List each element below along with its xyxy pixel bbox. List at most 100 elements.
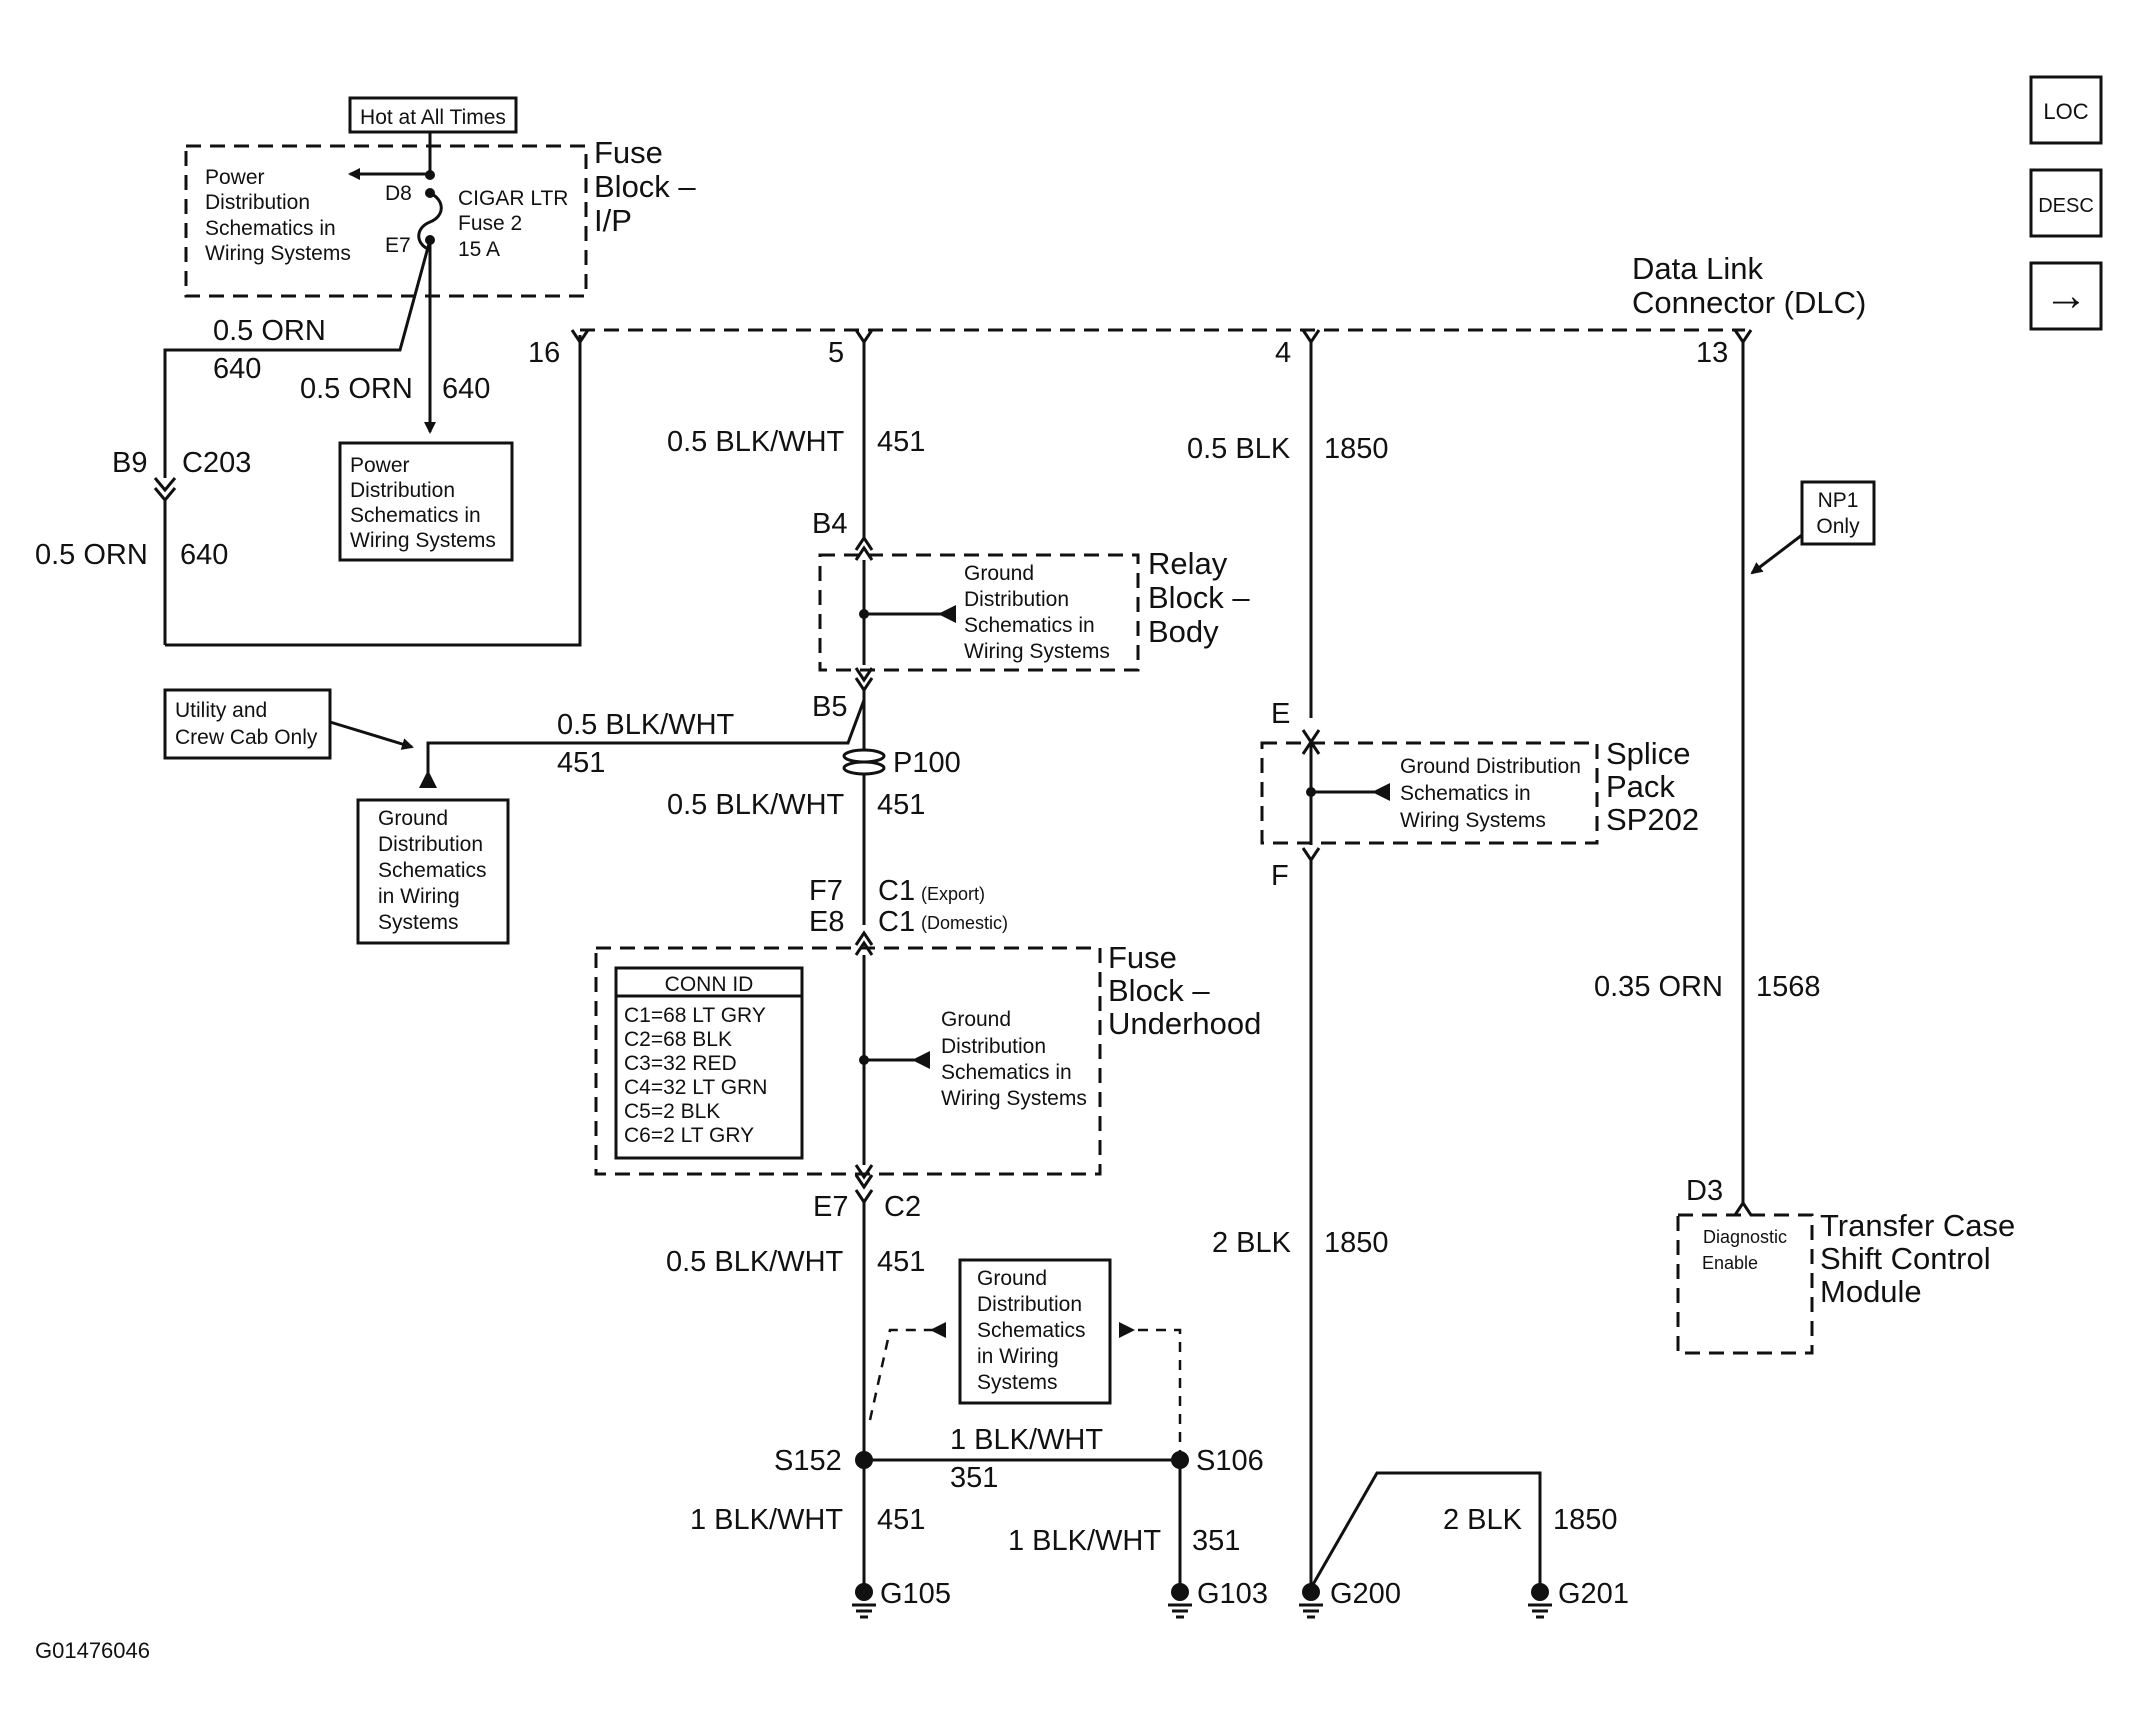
svg-text:C1: C1: [878, 906, 915, 938]
ground-distribution-ref-relay: Ground Distribution Schematics in Wiring…: [964, 562, 1110, 663]
svg-text:C2: C2: [884, 1191, 921, 1223]
svg-text:Only: Only: [1816, 515, 1860, 538]
splice-pack-label: Splice Pack SP202: [1606, 736, 1699, 837]
svg-text:451: 451: [877, 1504, 925, 1536]
conn-id-row: C6=2 LT GRY: [624, 1124, 754, 1147]
svg-text:1568: 1568: [1756, 971, 1821, 1003]
ground-distribution-ref-left: Ground Distribution Schematics in Wiring…: [356, 798, 510, 945]
svg-text:0.5 ORN: 0.5 ORN: [213, 315, 326, 347]
svg-text:640: 640: [442, 373, 490, 405]
svg-text:G103: G103: [1197, 1578, 1268, 1610]
svg-text:Wiring Systems: Wiring Systems: [1400, 809, 1546, 832]
conn-id-row: C3=32 RED: [624, 1052, 737, 1075]
svg-text:C1: C1: [878, 875, 915, 907]
svg-text:Shift Control: Shift Control: [1820, 1241, 1991, 1276]
hot-at-all-times-box: Hot at All Times: [348, 96, 518, 134]
loc-button[interactable]: LOC: [2029, 75, 2103, 145]
fuse-block-underhood-outline: [594, 946, 1102, 1176]
svg-text:G105: G105: [880, 1578, 951, 1610]
svg-text:P100: P100: [893, 747, 961, 779]
svg-text:Pack: Pack: [1606, 769, 1675, 804]
svg-text:SP202: SP202: [1606, 802, 1699, 837]
conn-id-row: C1=68 LT GRY: [624, 1004, 766, 1027]
svg-text:E7: E7: [385, 234, 411, 257]
svg-text:Transfer Case: Transfer Case: [1820, 1208, 2015, 1243]
svg-text:Wiring Systems: Wiring Systems: [350, 529, 496, 552]
svg-text:Body: Body: [1148, 614, 1219, 649]
np1-only-note: NP1 Only: [1800, 480, 1876, 546]
ground-distribution-ref-splice: Ground Distribution Schematics in Wiring…: [1400, 755, 1581, 832]
svg-text:F: F: [1271, 860, 1289, 892]
svg-text:C203: C203: [182, 447, 251, 479]
svg-text:Systems: Systems: [378, 911, 459, 934]
svg-text:0.5 BLK: 0.5 BLK: [1187, 433, 1291, 465]
arrow-right-icon: →: [2044, 271, 2088, 320]
cigar-ltr-fuse: [417, 191, 443, 252]
svg-text:1 BLK/WHT: 1 BLK/WHT: [1008, 1525, 1161, 1557]
svg-text:Distribution: Distribution: [378, 833, 483, 856]
svg-text:0.5 ORN: 0.5 ORN: [35, 539, 148, 571]
svg-text:F7: F7: [809, 875, 843, 907]
svg-text:451: 451: [877, 1246, 925, 1278]
svg-text:Block –: Block –: [1148, 580, 1250, 615]
desc-button[interactable]: DESC: [2029, 168, 2103, 238]
svg-text:NP1: NP1: [1818, 489, 1859, 512]
svg-text:CIGAR LTR: CIGAR LTR: [458, 187, 568, 210]
svg-text:Wiring Systems: Wiring Systems: [964, 640, 1110, 663]
svg-text:15 A: 15 A: [458, 238, 500, 261]
next-page-button[interactable]: →: [2029, 261, 2103, 331]
svg-text:1 BLK/WHT: 1 BLK/WHT: [950, 1424, 1103, 1456]
svg-text:S152: S152: [774, 1445, 842, 1477]
dlc-pin-13: 13: [1696, 337, 1728, 369]
p100-pass-through: P100: [842, 747, 961, 779]
svg-text:1850: 1850: [1553, 1504, 1618, 1536]
dlc-title: Data Link Connector (DLC): [1632, 251, 1866, 320]
svg-text:B5: B5: [812, 691, 847, 723]
svg-text:0.5 BLK/WHT: 0.5 BLK/WHT: [667, 426, 845, 458]
svg-text:Wiring Systems: Wiring Systems: [941, 1087, 1087, 1110]
ground-g200-icon: [1299, 1583, 1323, 1619]
svg-text:Crew Cab Only: Crew Cab Only: [175, 726, 318, 749]
svg-text:Block –: Block –: [1108, 973, 1210, 1008]
svg-text:D3: D3: [1686, 1175, 1723, 1207]
loc-button-label: LOC: [2043, 99, 2088, 124]
svg-text:Underhood: Underhood: [1108, 1006, 1261, 1041]
svg-text:451: 451: [877, 789, 925, 821]
svg-text:CONN ID: CONN ID: [665, 973, 754, 996]
svg-text:Schematics: Schematics: [378, 859, 487, 882]
conn-id-row: C5=2 BLK: [624, 1100, 720, 1123]
svg-text:1850: 1850: [1324, 433, 1389, 465]
transfer-case-module-label: Transfer Case Shift Control Module: [1820, 1208, 2015, 1309]
svg-text:I/P: I/P: [594, 203, 632, 238]
svg-text:in Wiring: in Wiring: [378, 885, 460, 908]
svg-text:Schematics in: Schematics in: [205, 217, 336, 240]
svg-text:G201: G201: [1558, 1578, 1629, 1610]
svg-text:Schematics in: Schematics in: [350, 504, 481, 527]
conn-id-row: C4=32 LT GRN: [624, 1076, 767, 1099]
power-distribution-ref-ip: Power Distribution Schematics in Wiring …: [205, 166, 351, 265]
svg-text:Hot at All Times: Hot at All Times: [360, 106, 506, 129]
svg-text:0.5 BLK/WHT: 0.5 BLK/WHT: [666, 1246, 844, 1278]
fuse-block-underhood-label: Fuse Block – Underhood: [1108, 940, 1261, 1041]
svg-text:1 BLK/WHT: 1 BLK/WHT: [690, 1504, 843, 1536]
svg-text:Ground Distribution: Ground Distribution: [1400, 755, 1581, 778]
dlc-pin-16: 16: [528, 337, 560, 369]
ground-arrow-up-icon: [419, 770, 437, 788]
svg-text:E7: E7: [813, 1191, 848, 1223]
svg-text:Power: Power: [205, 166, 265, 189]
svg-text:E8: E8: [809, 906, 844, 938]
svg-text:Splice: Splice: [1606, 736, 1690, 771]
svg-text:640: 640: [213, 353, 261, 385]
svg-text:351: 351: [950, 1462, 998, 1494]
c203-connector: [153, 477, 177, 503]
svg-text:G200: G200: [1330, 1578, 1401, 1610]
dlc-pin-4: 4: [1275, 337, 1291, 369]
ground-g105-icon: [852, 1583, 876, 1619]
dlc-pin-5: 5: [828, 337, 844, 369]
svg-text:0.5 BLK/WHT: 0.5 BLK/WHT: [557, 709, 735, 741]
svg-text:S106: S106: [1196, 1445, 1264, 1477]
svg-text:Enable: Enable: [1702, 1253, 1758, 1273]
svg-text:Schematics in: Schematics in: [1400, 782, 1531, 805]
svg-text:451: 451: [877, 426, 925, 458]
svg-text:B9: B9: [112, 447, 147, 479]
